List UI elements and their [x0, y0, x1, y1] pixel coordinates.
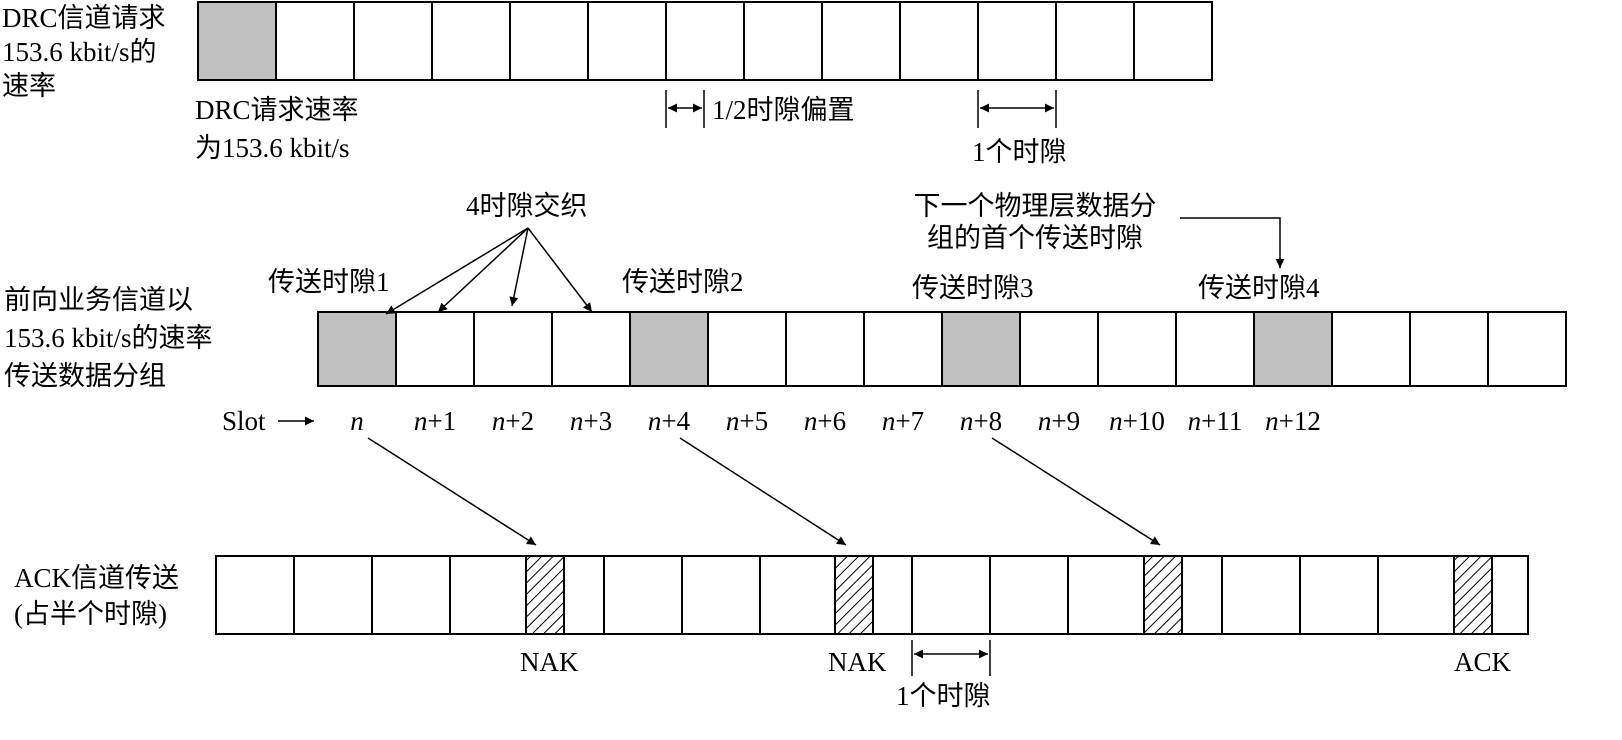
- forward-slot: [1409, 311, 1489, 387]
- drc-slot-shaded: [197, 1, 277, 81]
- slot-number: n+9: [1037, 406, 1081, 436]
- drc-side-label-line2: 153.6 kbit/s的: [2, 37, 157, 67]
- next-packet-label-line1: 下一个物理层数据分: [913, 191, 1157, 221]
- tx-slot-label-4: 传送时隙4: [1198, 273, 1320, 303]
- half-slot-offset-label: 1/2时隙偏置: [712, 95, 855, 125]
- tx-slot-label-3: 传送时隙3: [912, 273, 1034, 303]
- slot-number: n+11: [1187, 406, 1243, 436]
- ack-one-slot-marker: [911, 640, 991, 676]
- drc-side-label-line3: 速率: [2, 71, 56, 101]
- forward-side-label-line1: 前向业务信道以: [4, 285, 193, 315]
- drc-rate-label-line1: DRC请求速率: [195, 95, 359, 125]
- drc-slot: [899, 1, 979, 81]
- forward-side-label-line3: 传送数据分组: [4, 361, 166, 391]
- ack-half-slot-hatched: [1453, 555, 1493, 635]
- forward-slot: [1331, 311, 1411, 387]
- interleave-arrows: [385, 227, 593, 315]
- next-packet-arrow: [1180, 217, 1285, 268]
- slot-number: n+4: [647, 406, 691, 436]
- forward-slot: [1019, 311, 1099, 387]
- forward-slot: [785, 311, 865, 387]
- interleave-label: 4时隙交织: [466, 191, 588, 221]
- feedback-arrows: [367, 437, 1161, 546]
- drc-slot: [587, 1, 667, 81]
- drc-slot: [431, 1, 511, 81]
- slot-number: n+2: [491, 406, 535, 436]
- drc-rate-label-line2: 为153.6 kbit/s: [195, 133, 350, 163]
- forward-channel-row: [317, 311, 1567, 387]
- ack-response-nak-1: NAK: [520, 647, 579, 677]
- forward-slot: [395, 311, 475, 387]
- forward-slot: [551, 311, 631, 387]
- slot-number: n+1: [413, 406, 457, 436]
- forward-side-label-line2: 153.6 kbit/s的速率: [4, 323, 213, 353]
- slot-number: n+10: [1109, 406, 1165, 436]
- drc-slot: [977, 1, 1057, 81]
- drc-one-slot-marker: [977, 90, 1057, 128]
- forward-slot: [1487, 311, 1567, 387]
- drc-one-slot-label: 1个时隙: [972, 137, 1067, 167]
- slot-number: n: [350, 406, 364, 436]
- drc-slot: [821, 1, 901, 81]
- slot-number: n+8: [959, 406, 1003, 436]
- drc-slot: [275, 1, 355, 81]
- ack-side-label-line2: (占半个时隙): [14, 599, 167, 629]
- drc-slot: [665, 1, 745, 81]
- slot-number: n+12: [1265, 406, 1321, 436]
- slot-prefix-label: Slot: [222, 406, 266, 436]
- ack-response-ack: ACK: [1454, 647, 1512, 677]
- ack-side-label-line1: ACK信道传送: [14, 563, 180, 593]
- forward-slot: [473, 311, 553, 387]
- forward-slot-shaded: [629, 311, 709, 387]
- forward-slot: [1097, 311, 1177, 387]
- next-packet-label-line2: 组的首个传送时隙: [927, 223, 1143, 253]
- ack-response-nak-2: NAK: [828, 647, 887, 677]
- half-slot-offset-marker: [665, 90, 705, 128]
- drc-channel-row: [197, 1, 1213, 81]
- ack-half-slot-hatched: [525, 555, 565, 635]
- forward-slot: [707, 311, 787, 387]
- ack-one-slot-label: 1个时隙: [896, 681, 991, 711]
- forward-slot: [863, 311, 943, 387]
- drc-side-label-line1: DRC信道请求: [2, 3, 166, 33]
- tx-slot-label-2: 传送时隙2: [622, 267, 744, 297]
- drc-slot: [743, 1, 823, 81]
- slot-number: n+6: [803, 406, 847, 436]
- forward-slot: [1175, 311, 1255, 387]
- ack-channel-row: [215, 555, 1529, 635]
- drc-slot: [1055, 1, 1135, 81]
- ack-half-slot-hatched: [1143, 555, 1183, 635]
- slot-number: n+5: [725, 406, 769, 436]
- drc-slot: [509, 1, 589, 81]
- ack-half-slot-hatched: [834, 555, 874, 635]
- tx-slot-label-1: 传送时隙1: [268, 267, 390, 297]
- slot-number: n+7: [881, 406, 925, 436]
- drc-slot: [1133, 1, 1213, 81]
- slot-number: n+3: [569, 406, 613, 436]
- forward-slot-shaded: [317, 311, 397, 387]
- forward-slot-shaded: [941, 311, 1021, 387]
- drc-slot: [353, 1, 433, 81]
- forward-slot-shaded: [1253, 311, 1333, 387]
